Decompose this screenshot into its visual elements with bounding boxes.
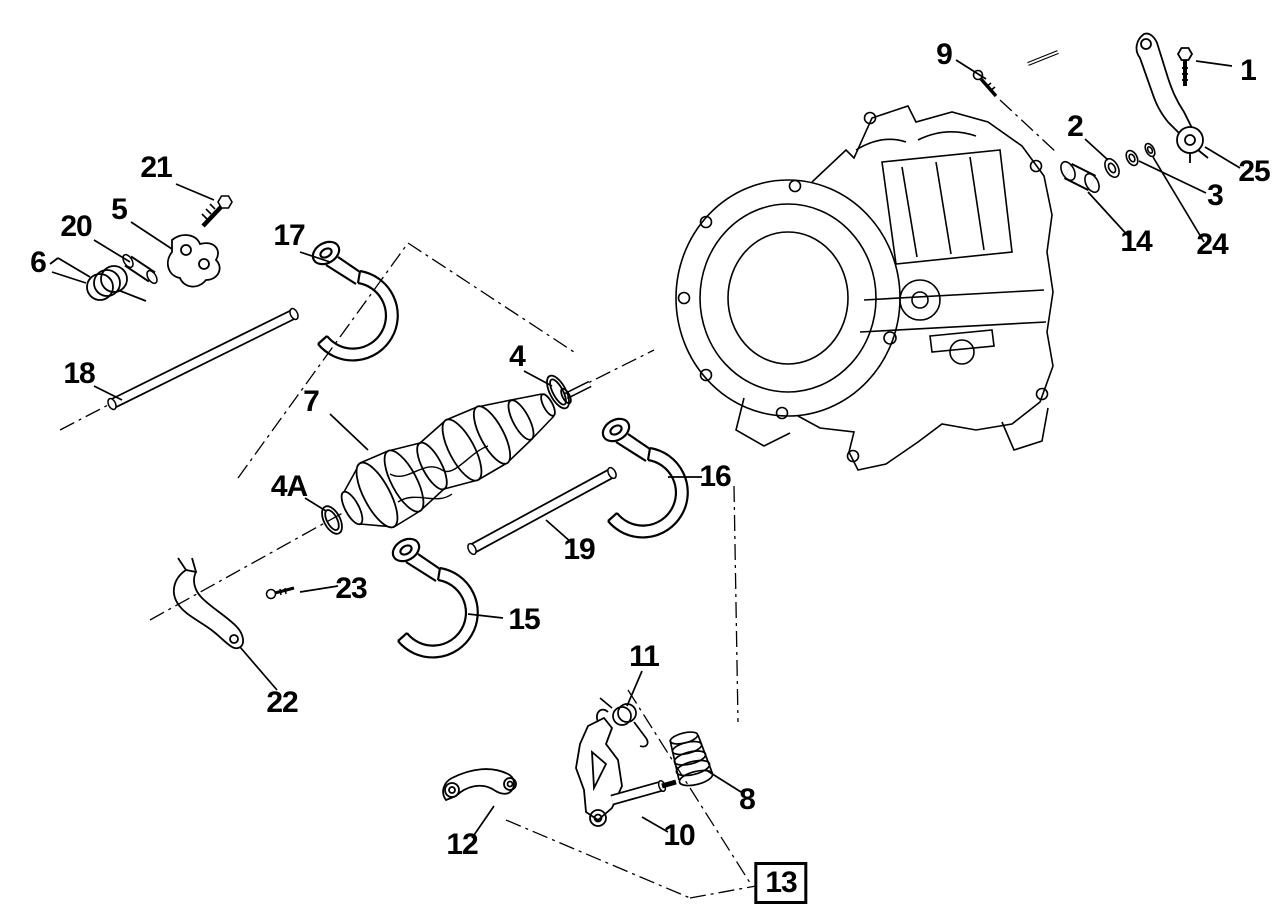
shifter-arm-10 — [575, 708, 677, 827]
screw-23 — [265, 586, 295, 600]
part-label-6: 6 — [30, 246, 47, 279]
part-label-25: 25 — [1238, 155, 1270, 188]
part-label-21: 21 — [140, 151, 172, 184]
part-label-22: 22 — [266, 686, 298, 719]
part-label-9: 9 — [936, 38, 953, 71]
shift-fork-15 — [387, 533, 479, 659]
part-label-14: 14 — [1120, 225, 1152, 258]
lever-12 — [442, 768, 517, 802]
bracket-5 — [166, 234, 221, 288]
snap-ring-4a — [321, 505, 343, 535]
leader-lines — [51, 59, 1241, 839]
part-label-1: 1 — [1240, 54, 1257, 87]
torsion-spring-6 — [49, 257, 147, 302]
part-label-15: 15 — [508, 603, 540, 636]
part-label-11: 11 — [629, 640, 660, 673]
part-label-17: 17 — [273, 219, 305, 252]
part-label-24: 24 — [1196, 228, 1228, 261]
part-label-10: 10 — [663, 819, 695, 852]
part-label-2: 2 — [1067, 110, 1084, 143]
part-label-5: 5 — [111, 193, 128, 226]
part-label-19: 19 — [563, 533, 595, 566]
part-label-20: 20 — [60, 210, 92, 243]
part-label-7: 7 — [303, 385, 320, 418]
pin-20 — [122, 253, 158, 285]
shift-fork-17 — [307, 236, 399, 362]
part-label-12: 12 — [446, 828, 478, 861]
part-label-13: 13 — [754, 862, 808, 904]
part-label-3: 3 — [1207, 179, 1224, 212]
screw-9 — [972, 50, 1059, 98]
part-label-18: 18 — [63, 357, 95, 390]
snap-ring-4 — [546, 374, 570, 410]
part-label-4: 4 — [509, 340, 526, 373]
shift-lever-arm — [1135, 32, 1209, 163]
coil-spring-8 — [669, 731, 714, 787]
screw-21 — [201, 195, 233, 228]
pawl-22 — [172, 557, 244, 650]
part-label-23: 23 — [335, 572, 367, 605]
part-label-8: 8 — [739, 783, 756, 816]
shift-rod-18 — [107, 307, 299, 411]
part-label-16: 16 — [699, 460, 731, 493]
shift-rod-19 — [467, 466, 617, 556]
transmission-case — [675, 105, 1054, 471]
shift-cam-drum — [340, 380, 592, 529]
washer-stack — [1060, 142, 1156, 194]
part-label-4a: 4A — [270, 470, 308, 503]
